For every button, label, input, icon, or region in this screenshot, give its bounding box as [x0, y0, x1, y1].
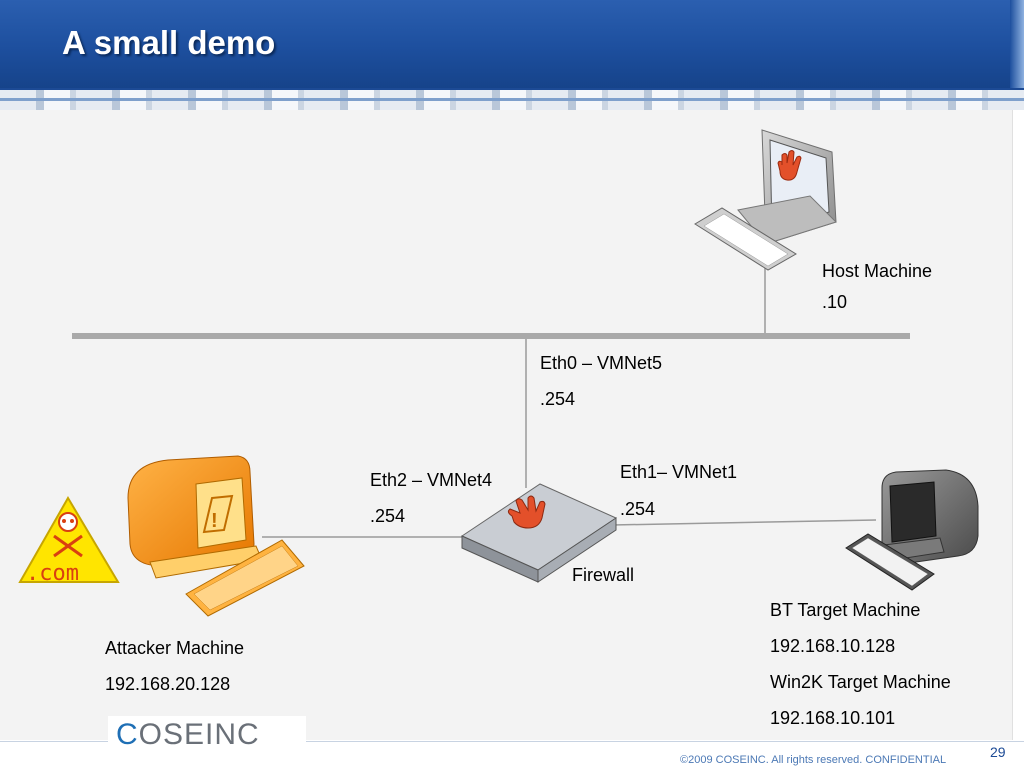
host-computer-icon	[694, 129, 837, 271]
attacker-name-label: Attacker Machine	[105, 638, 245, 658]
header-stripe	[1010, 0, 1024, 88]
win2k-target-ip-label: 192.168.10.101	[770, 708, 896, 728]
host-name-label: Host Machine	[822, 261, 933, 281]
svg-text:!: !	[211, 510, 218, 532]
eth2-label: Eth2 – VMNet4	[370, 470, 493, 490]
eth0-label: Eth0 – VMNet5	[540, 353, 663, 373]
header-band	[0, 0, 1024, 88]
header-rule	[0, 98, 1024, 101]
footer-rule	[0, 741, 1024, 742]
slide-title: A small demo	[62, 24, 276, 61]
link-firewall-target	[611, 519, 877, 526]
network-bus	[72, 333, 910, 339]
eth0-ip-label: .254	[540, 389, 576, 409]
skull-warning-icon	[18, 496, 120, 583]
warning-com-text: .com	[26, 561, 79, 586]
attacker-ip-label: 192.168.20.128	[105, 674, 231, 694]
content-panel	[0, 110, 1013, 740]
bt-target-ip-label: 192.168.10.128	[770, 636, 896, 656]
win2k-target-name-label: Win2K Target Machine	[770, 672, 951, 692]
bt-target-name-label: BT Target Machine	[770, 600, 921, 620]
eth1-label: Eth1– VMNet1	[620, 462, 738, 482]
attacker-computer-icon: !	[127, 455, 305, 617]
page-number: 29	[990, 744, 1006, 760]
eth1-ip-label: .254	[620, 499, 656, 519]
firewall-label: Firewall	[572, 565, 635, 585]
logo-first-letter: C	[116, 718, 139, 751]
target-computer-icon	[845, 469, 979, 591]
company-logo: COSEINC	[116, 718, 260, 752]
logo-backdrop	[108, 716, 306, 760]
logo-rest: OSEINC	[138, 718, 260, 751]
copyright-notice: ©2009 COSEINC. All rights reserved. CONF…	[680, 754, 947, 766]
firewall-appliance-icon	[460, 483, 618, 583]
eth2-ip-label: .254	[370, 506, 406, 526]
host-ip-label: .10	[822, 292, 848, 312]
